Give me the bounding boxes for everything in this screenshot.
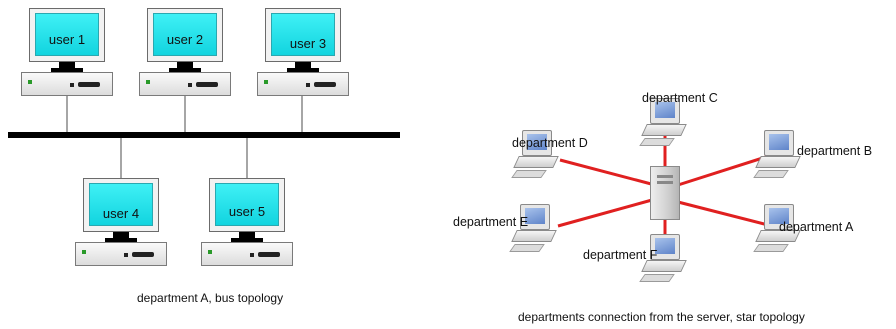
computer-user3: user 3 <box>257 8 349 96</box>
pc-case <box>201 242 293 266</box>
user-label: user 4 <box>102 206 140 221</box>
pc-case <box>257 72 349 96</box>
label-department-c: department C <box>642 91 718 105</box>
star-caption: departments connection from the server, … <box>518 310 805 324</box>
link-department-a <box>677 200 773 228</box>
computer-user5: user 5 <box>201 178 293 266</box>
link-department-e <box>557 198 653 228</box>
label-department-e: department E <box>453 215 529 229</box>
label-department-a: department A <box>779 220 854 234</box>
computer-department-e <box>509 204 557 256</box>
label-department-f: department F <box>583 248 658 262</box>
computer-user1: user 1 <box>21 8 113 96</box>
user-label: user 2 <box>166 32 204 47</box>
computer-user2: user 2 <box>139 8 231 96</box>
pc-case <box>75 242 167 266</box>
computer-department-f <box>639 234 687 286</box>
link-department-b <box>677 153 773 187</box>
monitor: user 1 <box>29 8 105 62</box>
pc-case <box>139 72 231 96</box>
user-label: user 1 <box>48 32 86 47</box>
bus-caption: department A, bus topology <box>137 291 284 305</box>
computer-department-a <box>753 204 801 256</box>
bus-backbone <box>8 132 400 138</box>
computer-department-d <box>511 130 559 182</box>
user-label: user 3 <box>289 36 327 51</box>
server <box>650 166 680 220</box>
label-department-b: department B <box>797 144 873 158</box>
link-department-d <box>559 158 656 187</box>
user-label: user 5 <box>228 204 266 219</box>
label-department-d: department D <box>512 136 588 150</box>
computer-department-c <box>639 98 687 150</box>
pc-case <box>21 72 113 96</box>
computer-user4: user 4 <box>75 178 167 266</box>
computer-department-b <box>753 130 801 182</box>
